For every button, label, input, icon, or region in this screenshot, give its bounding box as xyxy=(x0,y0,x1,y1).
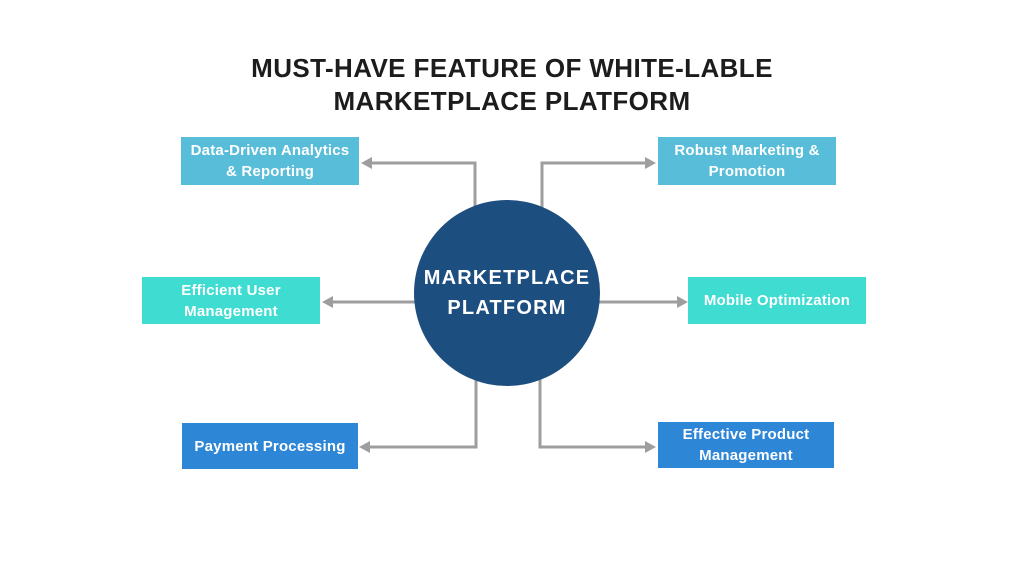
feature-label: Payment Processing xyxy=(194,437,346,455)
center-node-line-1: MARKETPLACE xyxy=(423,267,591,289)
feature-box-robust-marketing-promotion: Robust Marketing & Promotion xyxy=(658,137,836,185)
feature-label: Effective Product Management xyxy=(682,426,810,464)
feature-label: Robust Marketing & Promotion xyxy=(674,142,820,180)
page-title-line-2: MARKETPLACE PLATFORM xyxy=(333,86,691,116)
arrowhead-right-icon xyxy=(645,157,656,169)
feature-label: Mobile Optimization xyxy=(703,292,851,309)
center-node-marketplace-platform: MARKETPLACE PLATFORM xyxy=(414,200,600,386)
page-title: MUST-HAVE FEATURE OF WHITE-LABLE MARKETP… xyxy=(0,52,1024,118)
page-title-line-1: MUST-HAVE FEATURE OF WHITE-LABLE xyxy=(251,53,773,83)
arrowhead-right-icon xyxy=(645,441,656,453)
feature-box-data-driven-analytics-reporting: Data-Driven Analytics & Reporting xyxy=(181,137,359,185)
arrowhead-right-icon xyxy=(677,296,688,308)
feature-box-efficient-user-management: Efficient User Management xyxy=(142,277,320,324)
arrowhead-left-icon xyxy=(359,441,370,453)
feature-label: Data-Driven Analytics & Reporting xyxy=(190,142,350,180)
arrowhead-left-icon xyxy=(361,157,372,169)
feature-box-effective-product-management: Effective Product Management xyxy=(658,422,834,468)
feature-box-payment-processing: Payment Processing xyxy=(182,423,358,469)
feature-label: Efficient User Management xyxy=(181,281,281,320)
arrowhead-left-icon xyxy=(322,296,333,308)
center-node-line-2: PLATFORM xyxy=(447,297,567,319)
feature-box-mobile-optimization: Mobile Optimization xyxy=(688,277,866,324)
